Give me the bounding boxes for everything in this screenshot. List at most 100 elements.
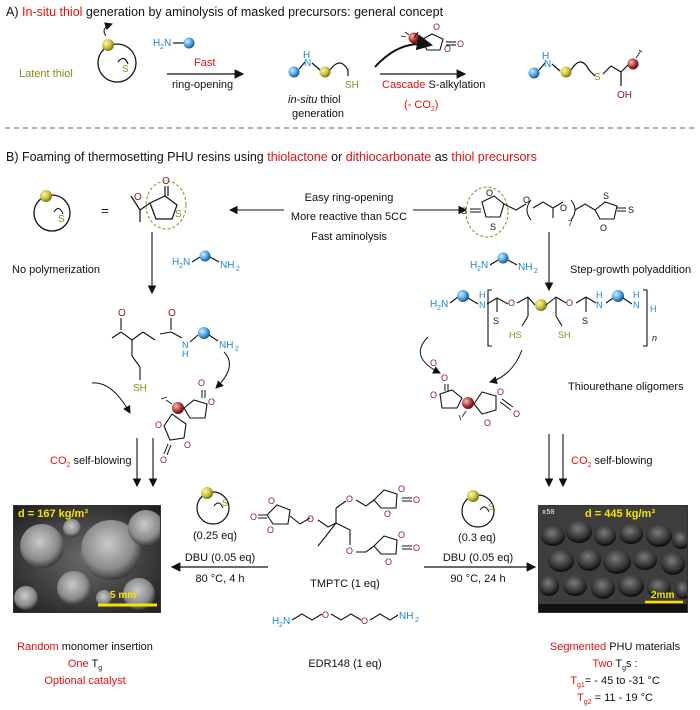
carbonate-right: O O O O O O (430, 358, 520, 428)
left-dbu: DBU (0.05 eq) (184, 552, 256, 564)
svg-text:S: S (58, 214, 65, 225)
svg-text:2: 2 (236, 266, 240, 273)
svg-text:NH: NH (518, 262, 532, 273)
edr148-structure: H 2 N O O NH 2 (272, 610, 419, 629)
svg-text:O: O (486, 188, 493, 198)
step-growth-label: Step-growth polyaddition (570, 264, 692, 276)
diamine-left: H 2 N NH 2 (172, 250, 240, 273)
ring-opening-label: ring-opening (172, 79, 234, 91)
svg-text:2: 2 (477, 266, 481, 273)
right-result-line-4: Tg2 = 11 - 19 °C (577, 692, 653, 707)
svg-text:H: H (542, 51, 549, 62)
svg-text:H: H (172, 257, 179, 268)
svg-text:2: 2 (534, 268, 538, 275)
svg-text:2: 2 (235, 346, 239, 353)
svg-text:N: N (182, 340, 189, 350)
svg-text:SH: SH (133, 383, 147, 394)
left-scale-label: 5 mm (110, 590, 137, 601)
right-conditions: 90 °C, 24 h (450, 573, 506, 585)
svg-text:N: N (481, 260, 488, 271)
attack-arrow-right-2 (489, 349, 523, 385)
tmptc-label: TMPTC (1 eq) (310, 578, 380, 590)
svg-text:N: N (164, 38, 171, 49)
diamine-right: H 2 N NH 2 (470, 252, 538, 275)
left-density-label: d = 167 kg/m³ (18, 508, 89, 520)
svg-text:NH: NH (219, 340, 233, 351)
right-foam-image: x50 d = 445 kg/m³ 2mm (538, 505, 688, 613)
insitu-thiol: H N SH (288, 50, 359, 91)
fast-label: Fast (194, 57, 216, 69)
right-density-label: d = 445 kg/m³ (585, 508, 656, 520)
attack-arrow-left-1 (91, 382, 131, 414)
svg-text:H: H (470, 260, 477, 271)
co2-release-label: (- CO2) (404, 99, 439, 114)
svg-text:O: O (208, 397, 215, 407)
insitu-thiol-label: in-situ thiol (288, 94, 341, 106)
thiol-precursor-ring: S (33, 190, 71, 232)
equals-sign: = (101, 203, 109, 218)
edr148-label: EDR148 (1 eq) (308, 658, 382, 670)
svg-text:H: H (596, 290, 603, 300)
svg-text:NH: NH (399, 611, 413, 622)
opened-thiolactone: O O N H NH 2 SH (111, 308, 239, 394)
svg-text:O: O (413, 495, 420, 505)
section-a-title: A) In-situ thiol generation by aminolysi… (6, 5, 444, 19)
svg-text:O: O (484, 418, 491, 428)
svg-text:H: H (272, 616, 279, 627)
svg-text:O: O (361, 616, 368, 626)
product-a: H N S OH (528, 49, 643, 101)
svg-text:O: O (250, 512, 257, 522)
svg-text:S: S (603, 191, 609, 201)
svg-text:O: O (560, 203, 567, 213)
svg-text:O: O (168, 308, 176, 319)
attack-arrow-right-1 (419, 336, 441, 374)
svg-text:2: 2 (160, 44, 164, 51)
tmptc-structure: O O O O O O O O O O O O (250, 484, 420, 567)
svg-text:S: S (490, 222, 496, 232)
svg-text:N: N (544, 59, 551, 70)
svg-text:N: N (479, 300, 486, 310)
svg-text:2: 2 (415, 617, 419, 624)
left-result-line-2: One Tg (67, 658, 103, 673)
svg-text:O: O (346, 546, 353, 556)
svg-text:O: O (118, 308, 126, 319)
svg-text:S: S (122, 64, 129, 75)
svg-text:NH: NH (220, 260, 234, 271)
svg-text:O: O (184, 440, 191, 450)
svg-text:H: H (153, 38, 160, 49)
svg-text:S: S (461, 206, 467, 216)
svg-text:SH: SH (558, 330, 571, 340)
svg-text:N: N (596, 300, 603, 310)
thiolactone-structure: O O S (130, 176, 187, 230)
svg-text:O: O (346, 494, 353, 504)
svg-text:2: 2 (179, 263, 183, 270)
svg-text:O: O (444, 44, 451, 54)
ring-right-small: S (461, 490, 495, 528)
right-result-line-3: Tg1= - 45 to -31 °C (570, 675, 660, 690)
left-conditions: 80 °C, 4 h (195, 573, 245, 585)
svg-text:O: O (398, 530, 405, 540)
amine-reagent: H 2 N (153, 37, 195, 51)
svg-text:S: S (582, 316, 588, 326)
generation-label: generation (292, 108, 344, 120)
svg-text:H: H (479, 290, 486, 300)
svg-text:OH: OH (617, 90, 632, 101)
latent-thiol-label: Latent thiol (19, 68, 73, 80)
svg-text:N: N (283, 616, 290, 627)
svg-text:O: O (430, 390, 437, 400)
carbonate-left: O O O O O (155, 378, 215, 465)
svg-text:O: O (413, 543, 420, 553)
right-equivalents: (0.3 eq) (458, 532, 496, 544)
svg-text:H: H (633, 290, 640, 300)
center-line-2: More reactive than 5CC (290, 211, 408, 223)
right-magnification: x50 (542, 509, 555, 517)
thiourethane-label: Thiourethane oligomers (568, 381, 684, 393)
svg-text:O: O (523, 195, 530, 205)
right-result-line-1: Segmented PHU materials (549, 641, 681, 653)
svg-text:N: N (441, 299, 448, 310)
svg-text:S: S (594, 72, 601, 83)
svg-text:O: O (430, 358, 437, 368)
svg-text:2: 2 (437, 305, 441, 312)
co2-self-blowing-left: CO2 self-blowing (50, 455, 132, 470)
